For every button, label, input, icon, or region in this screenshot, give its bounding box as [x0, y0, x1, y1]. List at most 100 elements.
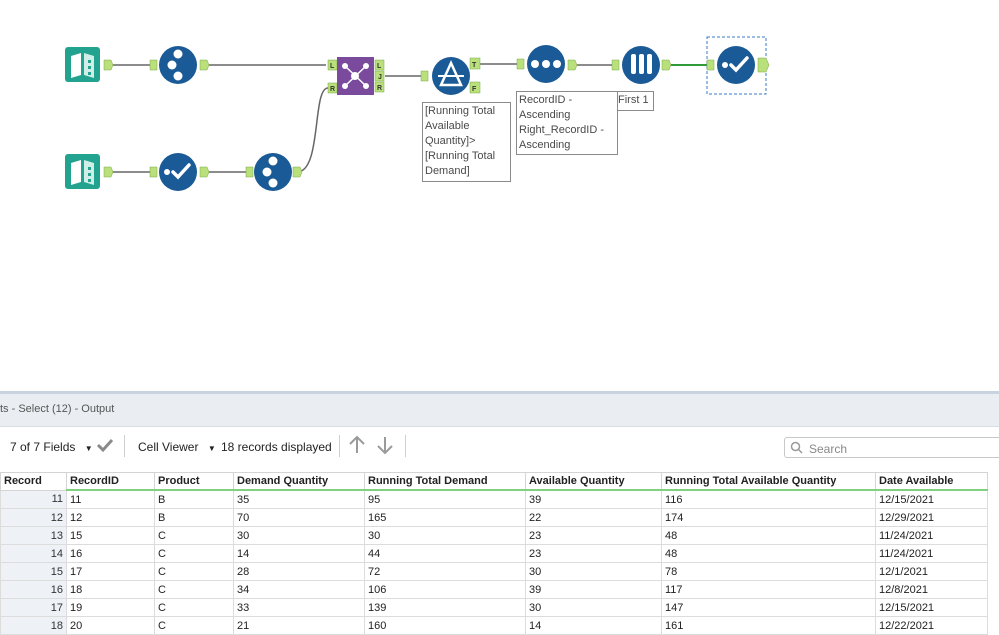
select-tool-selected[interactable]	[706, 36, 770, 95]
table-cell[interactable]: 39	[525, 489, 662, 509]
table-cell[interactable]: 12/15/2021	[875, 598, 988, 617]
table-header-row: Record RecordID Product Demand Quantity …	[0, 472, 988, 491]
table-cell[interactable]: 17	[66, 562, 155, 581]
anchor-label-right: R	[377, 85, 382, 92]
table-cell[interactable]: 117	[661, 580, 876, 599]
record-number: 12	[0, 508, 67, 527]
table-cell[interactable]: 12/15/2021	[875, 489, 988, 509]
record-id-tool[interactable]	[149, 46, 210, 84]
select-tool[interactable]	[149, 153, 210, 191]
table-cell[interactable]: 34	[233, 580, 365, 599]
anchor-label-right: R	[330, 86, 335, 93]
table-cell[interactable]: 19	[66, 598, 155, 617]
table-cell[interactable]: 72	[364, 562, 526, 581]
table-row[interactable]: 13 15 C 30 30 23 48 11/24/2021	[0, 526, 988, 545]
table-cell[interactable]: C	[154, 580, 234, 599]
arrow-up-icon[interactable]	[348, 435, 366, 458]
table-row[interactable]: 16 18 C 34 106 39 117 12/8/2021	[0, 580, 988, 599]
table-cell[interactable]: 147	[661, 598, 876, 617]
table-cell[interactable]: 12/1/2021	[875, 562, 988, 581]
record-number: 16	[0, 580, 67, 599]
column-header[interactable]: Demand Quantity	[233, 472, 365, 491]
table-cell[interactable]: 48	[661, 544, 876, 563]
table-cell[interactable]: C	[154, 544, 234, 563]
table-cell[interactable]: 139	[364, 598, 526, 617]
table-cell[interactable]: 70	[233, 508, 365, 527]
table-row[interactable]: 12 12 B 70 165 22 174 12/29/2021	[0, 508, 988, 527]
anchor-label-true: T	[472, 62, 477, 69]
table-cell[interactable]: 11/24/2021	[875, 544, 988, 563]
table-cell[interactable]: 16	[66, 544, 155, 563]
table-row[interactable]: 11 11 B 35 95 39 116 12/15/2021	[0, 489, 988, 509]
record-number: 17	[0, 598, 67, 617]
table-cell[interactable]: 11/24/2021	[875, 526, 988, 545]
table-cell[interactable]: 30	[233, 526, 365, 545]
sort-annotation: RecordID - Ascending Right_RecordID - As…	[516, 91, 618, 155]
table-cell[interactable]: 11	[66, 489, 155, 509]
toolbar-divider	[405, 435, 406, 457]
arrow-down-icon[interactable]	[376, 435, 394, 458]
fields-dropdown[interactable]: 7 of 7 Fields ▼	[10, 440, 93, 454]
table-cell[interactable]: C	[154, 562, 234, 581]
toolbar-divider	[339, 435, 340, 457]
table-cell[interactable]: 174	[661, 508, 876, 527]
input-data-tool[interactable]	[65, 47, 114, 82]
table-row[interactable]: 17 19 C 33 139 30 147 12/15/2021	[0, 598, 988, 617]
column-header[interactable]: Running Total Demand	[364, 472, 526, 491]
table-cell[interactable]: 44	[364, 544, 526, 563]
table-cell[interactable]: 106	[364, 580, 526, 599]
table-cell[interactable]: 39	[525, 580, 662, 599]
table-cell[interactable]: 12/8/2021	[875, 580, 988, 599]
table-cell[interactable]: 23	[525, 544, 662, 563]
record-id-tool[interactable]	[245, 153, 303, 191]
sample-tool[interactable]	[611, 46, 672, 84]
search-input[interactable]	[807, 439, 999, 458]
results-window: ts - Select (12) - Output 7 of 7 Fields …	[0, 394, 999, 635]
table-cell[interactable]: 15	[66, 526, 155, 545]
table-cell[interactable]: 14	[233, 544, 365, 563]
panel-splitter[interactable]	[0, 391, 999, 394]
filter-annotation: [Running Total Available Quantity]> [Run…	[422, 102, 511, 182]
table-cell[interactable]: 33	[233, 598, 365, 617]
table-cell[interactable]: 48	[661, 526, 876, 545]
apply-checkmark-icon[interactable]	[96, 436, 114, 457]
table-row[interactable]: 14 16 C 14 44 23 48 11/24/2021	[0, 544, 988, 563]
table-cell[interactable]: 22	[525, 508, 662, 527]
column-header[interactable]: Running Total Available Quantity	[661, 472, 876, 491]
column-header[interactable]: Record	[0, 472, 67, 491]
table-cell[interactable]: 18	[66, 580, 155, 599]
column-header[interactable]: Product	[154, 472, 234, 491]
cell-viewer-dropdown[interactable]: Cell Viewer ▼	[138, 440, 216, 454]
table-cell[interactable]: 28	[233, 562, 365, 581]
table-cell[interactable]: 23	[525, 526, 662, 545]
connections-layer: L R L J R T F	[65, 36, 770, 191]
sort-tool[interactable]	[516, 45, 578, 83]
search-box[interactable]	[784, 437, 999, 458]
table-cell[interactable]: 12/29/2021	[875, 508, 988, 527]
table-cell[interactable]: 30	[525, 562, 662, 581]
table-cell[interactable]: C	[154, 598, 234, 617]
table-row[interactable]: 15 17 C 28 72 30 78 12/1/2021	[0, 562, 988, 581]
table-cell[interactable]: 30	[525, 598, 662, 617]
record-number: 15	[0, 562, 67, 581]
filter-tool[interactable]	[420, 57, 481, 95]
table-cell[interactable]: 95	[364, 489, 526, 509]
table-cell[interactable]: B	[154, 489, 234, 509]
search-icon	[790, 441, 803, 459]
table-cell[interactable]: B	[154, 508, 234, 527]
table-cell[interactable]: 165	[364, 508, 526, 527]
table-cell[interactable]: 35	[233, 489, 365, 509]
table-cell[interactable]: 30	[364, 526, 526, 545]
table-cell[interactable]: 78	[661, 562, 876, 581]
column-header[interactable]: Date Available	[875, 472, 988, 491]
connection-line[interactable]	[296, 87, 329, 173]
join-tool[interactable]	[327, 57, 385, 95]
column-header[interactable]: RecordID	[66, 472, 155, 491]
input-data-tool[interactable]	[65, 154, 114, 189]
column-header[interactable]: Available Quantity	[525, 472, 662, 491]
record-number: 13	[0, 526, 67, 545]
table-cell[interactable]: 12	[66, 508, 155, 527]
workflow-canvas[interactable]: L R L J R T F [Running Total Available Q…	[0, 0, 999, 392]
table-cell[interactable]: 116	[661, 489, 876, 509]
table-cell[interactable]: C	[154, 526, 234, 545]
